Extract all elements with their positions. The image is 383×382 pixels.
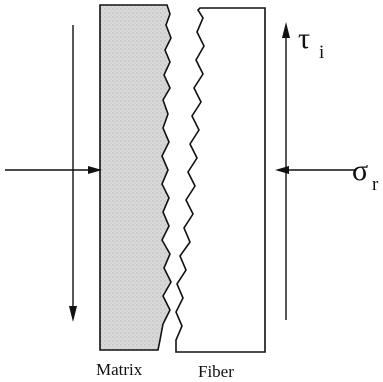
arrow-down-icon bbox=[69, 306, 77, 322]
matrix-label: Matrix bbox=[96, 360, 143, 379]
normal-stress-symbol: σ bbox=[352, 154, 368, 187]
arrow-right-icon bbox=[88, 166, 102, 174]
arrow-left-icon bbox=[275, 166, 289, 174]
fiber-label: Fiber bbox=[198, 362, 234, 381]
shear-stress-symbol: τ bbox=[298, 22, 310, 55]
matrix-block bbox=[99, 4, 172, 351]
shear-stress-subscript: i bbox=[319, 42, 324, 63]
fiber-block bbox=[175, 7, 266, 353]
normal-stress-subscript: r bbox=[372, 174, 379, 195]
arrow-up-icon bbox=[282, 22, 290, 38]
